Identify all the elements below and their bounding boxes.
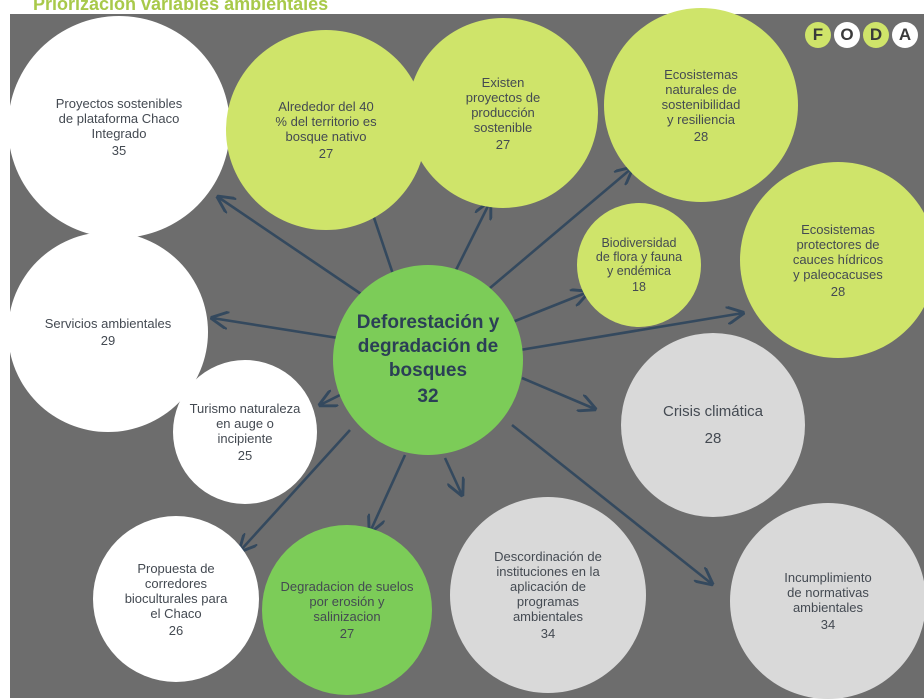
logo-letter: F xyxy=(805,22,831,48)
center-value: 32 xyxy=(417,386,439,407)
arrow-to-suelos xyxy=(370,454,407,532)
node-produccion: Existen proyectos de producción sostenib… xyxy=(408,18,598,208)
node-value: 25 xyxy=(237,448,253,463)
node-value: 28 xyxy=(830,283,846,299)
node-value: 18 xyxy=(632,280,646,294)
node-normativas: Incumplimiento de normativas ambientales… xyxy=(730,503,924,699)
node-suelos: Degradacion de suelos por erosión y sali… xyxy=(262,525,432,695)
arrow-to-corredores xyxy=(240,429,351,551)
arrow-to-ecosistemas-protectores xyxy=(519,313,743,352)
node-turismo: Turismo naturaleza en auge o incipiente … xyxy=(173,360,317,504)
node-label: Biodiversidad de flora y fauna y endémic… xyxy=(595,236,683,278)
arrow-to-ecosistemas-naturales xyxy=(489,168,632,289)
node-label: Propuesta de corredores bioculturales pa… xyxy=(124,560,228,621)
node-biodiversidad: Biodiversidad de flora y fauna y endémic… xyxy=(577,203,701,327)
node-label: Descordinación de instituciones en la ap… xyxy=(494,549,602,624)
node-label: Degradacion de suelos por erosión y sali… xyxy=(280,579,414,624)
node-ecosistemas-protectores: Ecosistemas protectores de cauces hídric… xyxy=(740,162,924,358)
node-value: 29 xyxy=(100,333,116,348)
node-label: Servicios ambientales xyxy=(44,316,172,331)
arrow-to-descoordinacion xyxy=(443,457,462,495)
node-label: Ecosistemas protectores de cauces hídric… xyxy=(792,221,884,282)
arrow-to-crisis xyxy=(521,376,595,409)
node-label: Alrededor del 40 % del territorio es bos… xyxy=(275,99,377,144)
node-label: Incumplimiento de normativas ambientales xyxy=(784,570,872,615)
node-value: 35 xyxy=(111,143,127,158)
node-value: 27 xyxy=(318,146,334,161)
node-servicios: Servicios ambientales 29 xyxy=(8,232,208,432)
node-territorio: Alrededor del 40 % del territorio es bos… xyxy=(226,30,426,230)
node-crisis: Crisis climática 28 xyxy=(621,333,805,517)
node-label: Ecosistemas naturales de sostenibilidad … xyxy=(661,66,741,127)
node-label: Crisis climática xyxy=(662,403,763,420)
node-ecosistemas-naturales: Ecosistemas naturales de sostenibilidad … xyxy=(604,8,798,202)
node-proyectos-chaco: Proyectos sostenibles de plataforma Chac… xyxy=(8,16,230,238)
arrow-to-produccion xyxy=(453,202,490,273)
node-value: 27 xyxy=(495,136,511,152)
node-value: 34 xyxy=(820,617,836,632)
node-value: 28 xyxy=(704,430,722,447)
node-center: Deforestación y degradación de bosques 3… xyxy=(333,265,523,455)
node-corredores: Propuesta de corredores bioculturales pa… xyxy=(93,516,259,682)
node-value: 26 xyxy=(168,622,184,638)
node-descoordinacion: Descordinación de instituciones en la ap… xyxy=(450,497,646,693)
node-label: Existen proyectos de producción sostenib… xyxy=(465,74,541,135)
node-label: Proyectos sostenibles de plataforma Chac… xyxy=(55,96,183,141)
logo-letter: O xyxy=(834,22,860,48)
logo-letter: D xyxy=(863,22,889,48)
arrow-to-biodiversidad xyxy=(504,292,588,327)
node-value: 28 xyxy=(693,128,709,144)
diagram-title: Priorizacion variables ambientales xyxy=(33,0,329,14)
foda-logo: F O D A xyxy=(805,22,918,48)
arrow-to-normativas xyxy=(511,423,712,584)
node-label: Turismo naturaleza en auge o incipiente xyxy=(189,401,301,446)
arrow-to-servicios xyxy=(212,318,339,340)
logo-letter: A xyxy=(892,22,918,48)
arrow-to-proyectos-chaco xyxy=(218,197,371,302)
node-value: 34 xyxy=(540,626,556,641)
left-margin xyxy=(0,14,10,698)
center-label: Deforestación y degradación de bosques xyxy=(356,312,500,381)
node-value: 27 xyxy=(339,626,355,641)
